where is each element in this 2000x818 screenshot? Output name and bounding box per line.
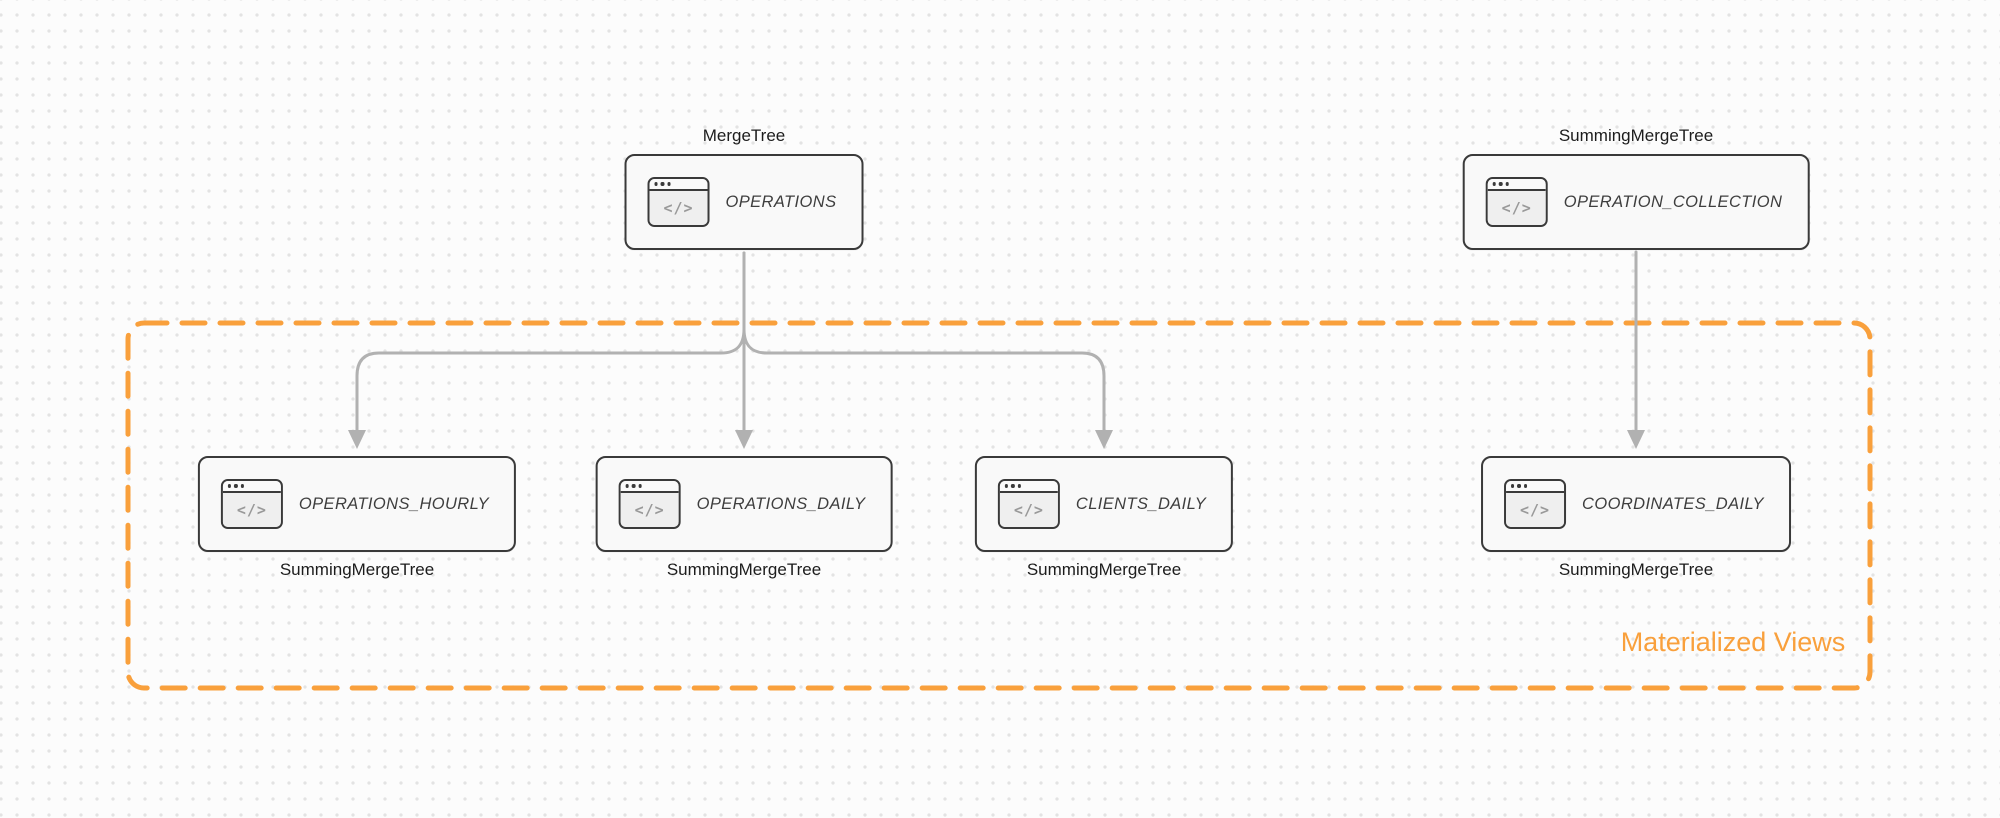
code-glyph: </> (999, 493, 1058, 527)
arrowhead-icon (1627, 430, 1645, 449)
code-glyph: </> (222, 493, 281, 527)
node-box[interactable]: </> OPERATIONS_HOURLY (197, 456, 517, 552)
code-glyph: </> (620, 493, 679, 527)
table-name: OPERATION_COLLECTION (1563, 192, 1783, 211)
window-dot-icon (654, 182, 658, 186)
edge-operations-to-clients-daily (742, 327, 1106, 433)
window-dot-icon (1505, 182, 1509, 186)
code-window-icon: </> (1485, 177, 1548, 227)
table-name: CLIENTS_DAILY (1075, 494, 1207, 513)
node-box[interactable]: </> OPERATIONS (624, 154, 864, 250)
icon-window-bar (649, 179, 708, 191)
code-window-icon: </> (618, 479, 681, 529)
table-name: OPERATIONS (725, 192, 837, 211)
table-node-coordinates-daily[interactable]: </> COORDINATES_DAILY SummingMergeTree (1481, 456, 1791, 580)
engine-label: SummingMergeTree (1026, 560, 1182, 579)
materialized-views-caption: Materialized Views (1620, 627, 1846, 657)
node-box[interactable]: </> COORDINATES_DAILY (1481, 456, 1791, 552)
window-dot-icon (660, 182, 665, 186)
node-box[interactable]: </> OPERATIONS_DAILY (595, 456, 893, 552)
table-node-operation-collection[interactable]: SummingMergeTree </> OPERATION_COLLECTIO… (1462, 126, 1810, 250)
arrowhead-icon (735, 430, 753, 449)
icon-window-bar (1506, 481, 1565, 493)
engine-label: SummingMergeTree (279, 560, 435, 579)
icon-window-bar (999, 481, 1058, 493)
icon-window-bar (1487, 179, 1546, 191)
code-window-icon: </> (220, 479, 283, 529)
window-dot-icon (638, 484, 642, 488)
code-glyph: </> (649, 191, 708, 225)
code-window-icon: </> (1504, 479, 1567, 529)
node-box[interactable]: </> CLIENTS_DAILY (974, 456, 1234, 552)
window-dot-icon (625, 484, 630, 488)
window-dot-icon (667, 182, 671, 186)
code-glyph: </> (1487, 191, 1546, 225)
arrowhead-icon (348, 430, 366, 449)
code-window-icon: </> (647, 177, 710, 227)
window-dot-icon (1499, 182, 1503, 186)
engine-label: SummingMergeTree (1558, 126, 1714, 145)
arrowhead-icon (1095, 430, 1113, 449)
code-glyph: </> (1506, 493, 1565, 527)
engine-label: MergeTree (702, 126, 786, 145)
node-box[interactable]: </> OPERATION_COLLECTION (1462, 154, 1810, 250)
window-dot-icon (1492, 182, 1497, 186)
icon-window-bar (620, 481, 679, 493)
window-dot-icon (1004, 484, 1009, 488)
table-name: OPERATIONS_HOURLY (298, 494, 490, 513)
table-name: COORDINATES_DAILY (1582, 494, 1764, 513)
code-window-icon: </> (997, 479, 1060, 529)
table-name: OPERATIONS_DAILY (696, 494, 866, 513)
window-dot-icon (1511, 484, 1515, 488)
window-dot-icon (1017, 484, 1022, 488)
table-node-operations-daily[interactable]: </> OPERATIONS_DAILY SummingMergeTree (595, 456, 893, 580)
engine-label: SummingMergeTree (1558, 560, 1714, 579)
table-node-operations[interactable]: MergeTree </> OPERATIONS (624, 126, 864, 250)
table-node-clients-daily[interactable]: </> CLIENTS_DAILY SummingMergeTree (974, 456, 1234, 580)
window-dot-icon (1011, 484, 1015, 488)
window-dot-icon (234, 484, 238, 488)
icon-window-bar (222, 481, 281, 493)
window-dot-icon (240, 484, 245, 488)
window-dot-icon (1517, 484, 1521, 488)
table-node-operations-hourly[interactable]: </> OPERATIONS_HOURLY SummingMergeTree (197, 456, 517, 580)
window-dot-icon (632, 484, 636, 488)
engine-label: SummingMergeTree (666, 560, 822, 579)
edge-operations-to-operations-hourly (355, 251, 746, 433)
window-dot-icon (1523, 484, 1528, 488)
window-dot-icon (227, 484, 232, 488)
